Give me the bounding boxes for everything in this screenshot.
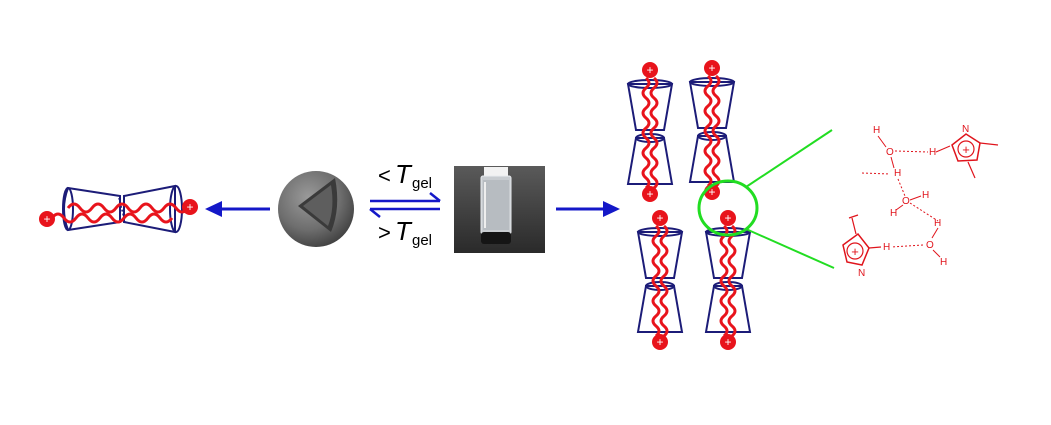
below-tgel-subscript: gel [412, 175, 432, 192]
horizontal-inclusion-complex: + + [39, 184, 198, 234]
gel-vial-photo [454, 166, 545, 253]
imidazolium-bead [182, 199, 198, 215]
plus-sign: + [656, 335, 663, 349]
hydrogen-label: H [883, 242, 890, 253]
cyclodextrin-rim [627, 79, 673, 89]
vertical-inclusion-column: ++ [636, 210, 684, 350]
cyclodextrin-right [123, 184, 176, 234]
imidazolium-bead [704, 60, 720, 76]
alkyl-chain [641, 76, 651, 190]
vertical-inclusion-column: ++ [626, 62, 674, 202]
alkyl-chain [727, 224, 737, 338]
supramolecular-network: ++++++++ [626, 60, 752, 350]
alkyl-chain [659, 224, 669, 338]
oxygen-label: O [886, 147, 894, 158]
vertical-inclusion-column: ++ [704, 210, 752, 350]
positive-charge: + [962, 142, 970, 157]
plus-sign: + [186, 200, 193, 214]
oxygen-label: O [926, 240, 934, 251]
imidazolium-bead [39, 211, 55, 227]
arrow-left [205, 201, 270, 217]
above-tgel-subscript: gel [412, 232, 432, 249]
below-tgel-symbol: T [395, 159, 413, 189]
imidazolium-bead [720, 210, 736, 226]
plus-sign: + [656, 211, 663, 225]
hydrogen-label: H [940, 257, 947, 268]
plus-sign: + [646, 187, 653, 201]
cyclodextrin-right-rim [169, 185, 183, 233]
above-tgel-symbol: T [395, 216, 413, 246]
plus-sign: + [724, 335, 731, 349]
above-tgel-prefix: > [378, 220, 391, 245]
hydrogen-label: H [934, 218, 941, 229]
cyclodextrin-rim [637, 227, 683, 237]
hydrogen-label: H [873, 125, 880, 136]
zoom-indicator [697, 129, 835, 269]
vesicle-sphere [278, 171, 354, 247]
plus-sign: + [646, 63, 653, 77]
plus-sign: + [708, 185, 715, 199]
alkyl-chain [649, 76, 659, 190]
alkyl-chain [50, 212, 174, 224]
hydrogen-label: H [929, 147, 936, 158]
imidazolium-bead [652, 210, 668, 226]
hydrogen-label: H [922, 190, 929, 201]
alkyl-chain [703, 74, 713, 188]
below-tgel-prefix: < [378, 163, 391, 188]
cyclodextrin-left-rim [62, 187, 74, 231]
plus-sign: + [708, 61, 715, 75]
temperature-equilibrium: < T gel > T gel [369, 159, 441, 249]
alkyl-chain [711, 74, 721, 188]
imidazolium-bead [720, 334, 736, 350]
alkyl-chain [719, 224, 729, 338]
imidazolium-bead [652, 334, 668, 350]
vertical-inclusion-column: ++ [688, 60, 736, 200]
alkyl-chain [651, 224, 661, 338]
arrow-right [556, 201, 620, 217]
imidazolium-bead [642, 186, 658, 202]
hydrogen-label: H [894, 168, 901, 179]
positive-charge: + [851, 244, 859, 259]
plus-sign: + [43, 212, 50, 226]
hydrogen-label: H [890, 208, 897, 219]
nitrogen-label: N [858, 268, 865, 279]
alkyl-chain [66, 202, 190, 214]
hydrogen-bond-network: H O H H N + O H H H O H H + [842, 124, 999, 279]
imidazolium-bead [642, 62, 658, 78]
plus-sign: + [724, 211, 731, 225]
cyclodextrin-rim [689, 77, 735, 87]
nitrogen-label: N [962, 124, 969, 135]
oxygen-label: O [902, 196, 910, 207]
